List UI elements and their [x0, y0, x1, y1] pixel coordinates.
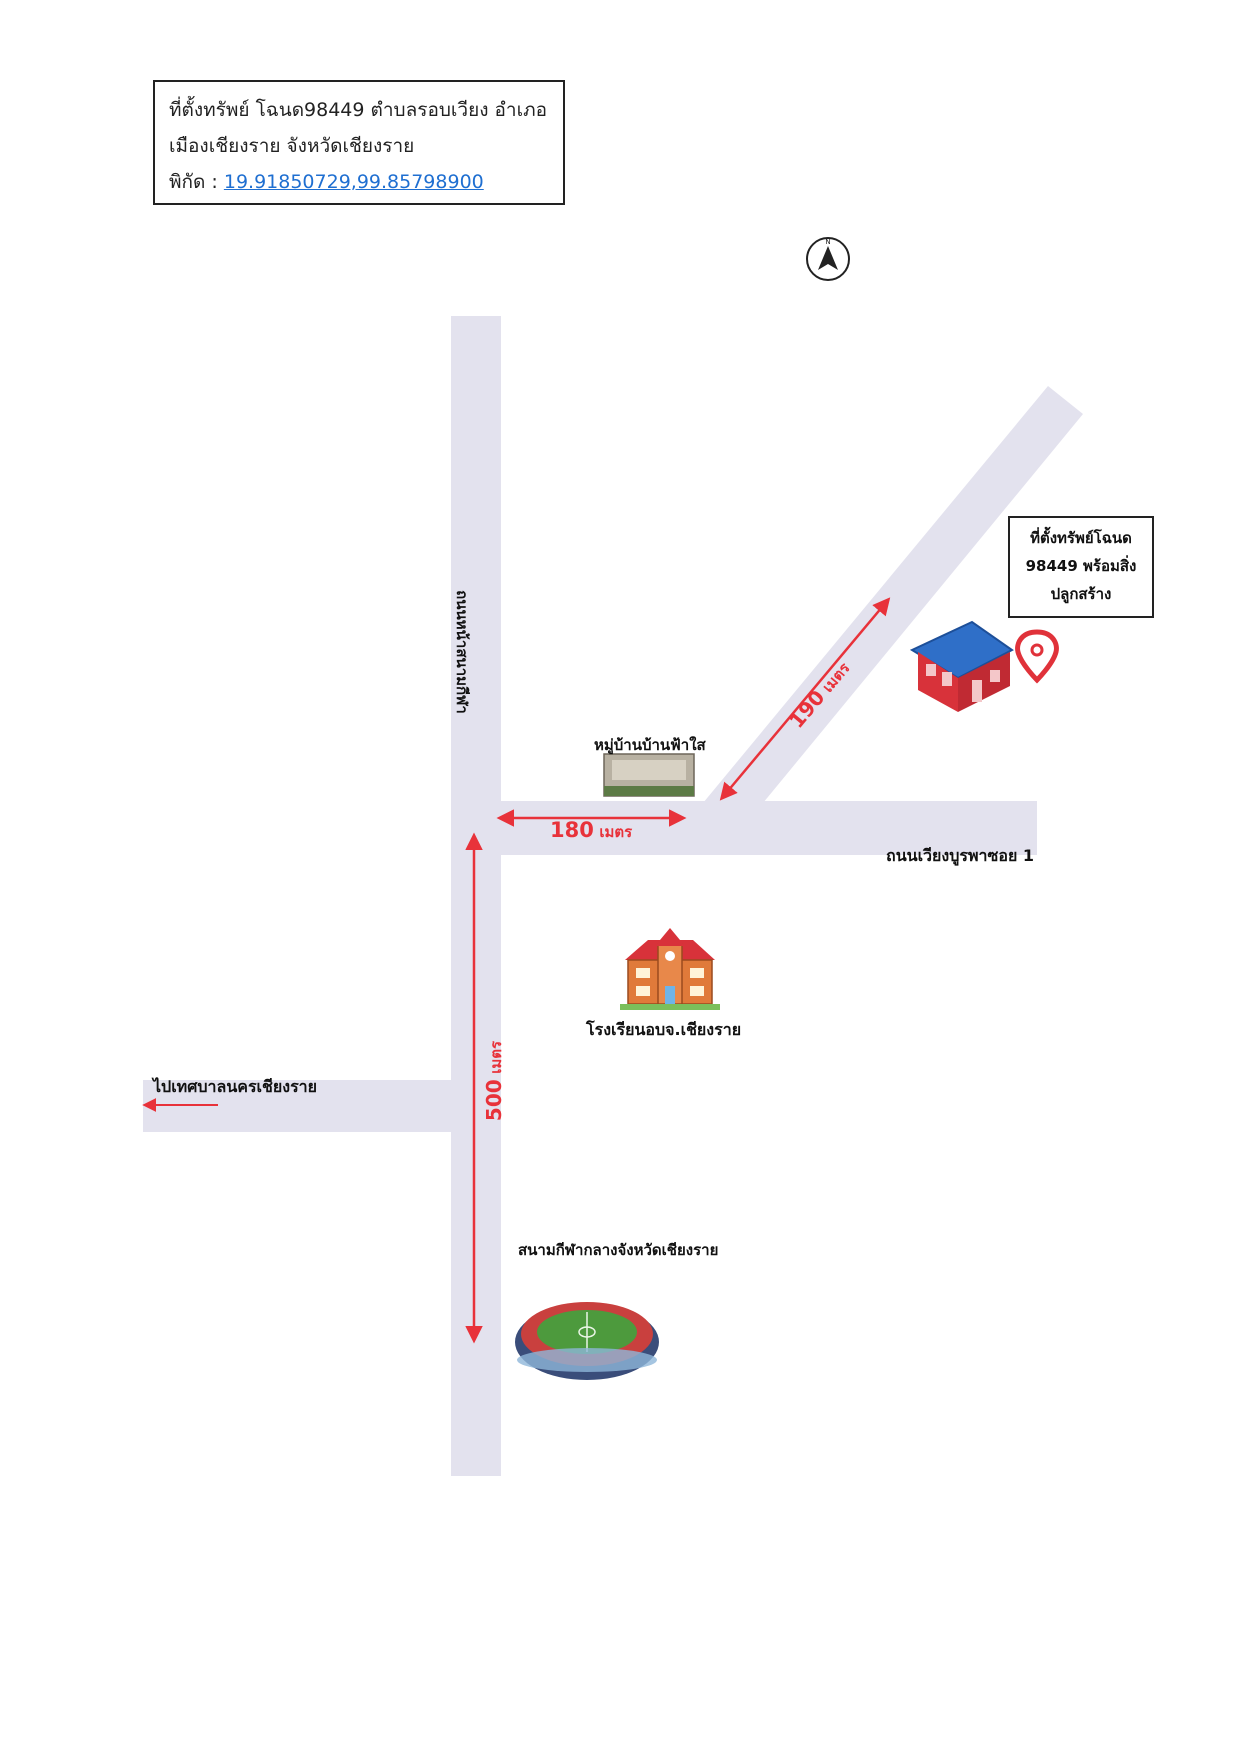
village-sign-icon	[603, 753, 695, 797]
distance-180-label: 180 เมตร	[550, 818, 632, 844]
property-line-2: 98449 พร้อมสิ่ง	[1025, 557, 1137, 575]
school-label: โรงเรียนอบจ.เชียงราย	[586, 1020, 742, 1039]
horizontal-road-label: ถนนเวียงบูรพาซอย 1	[886, 846, 1035, 865]
property-line-3: ปลูกสร้าง	[1050, 585, 1112, 603]
distance-500-label: 500 เมตร	[482, 1041, 508, 1121]
vertical-road-label: ถนนหน้าสนามกีฬา	[452, 590, 471, 714]
left-road-label: ไปเทศบาลนครเชียงราย	[153, 1077, 318, 1096]
distance-180-unit: เมตร	[599, 823, 633, 841]
info-line-3: พิกัด : 19.91850729,99.85798900	[169, 164, 549, 200]
distance-180-value: 180	[550, 818, 594, 842]
distance-500-unit: เมตร	[487, 1040, 506, 1074]
road-vertical	[451, 316, 501, 1476]
arrow-190	[719, 597, 891, 801]
property-label-box: ที่ตั้งทรัพย์โฉนด 98449 พร้อมสิ่ง ปลูกสร…	[1008, 516, 1154, 618]
village-label: หมู่บ้านบ้านฟ้าใส	[594, 736, 706, 754]
school-icon	[620, 928, 720, 1010]
info-line-1: ที่ตั้งทรัพย์ โฉนด98449 ตำบลรอบเวียง อำเ…	[169, 99, 548, 121]
location-pin-icon	[1015, 629, 1059, 684]
stadium-label: สนามกีฬากลางจังหวัดเชียงราย	[518, 1241, 719, 1259]
info-line-2: เมืองเชียงราย จังหวัดเชียงราย	[169, 135, 415, 157]
house-icon	[909, 620, 1014, 712]
property-info-box: ที่ตั้งทรัพย์ โฉนด98449 ตำบลรอบเวียง อำเ…	[153, 80, 565, 205]
property-line-1: ที่ตั้งทรัพย์โฉนด	[1030, 529, 1132, 547]
north-arrow-icon: N	[806, 237, 850, 281]
stadium-icon	[515, 1302, 659, 1380]
distance-500-value: 500	[482, 1079, 507, 1122]
coordinates-link[interactable]: 19.91850729,99.85798900	[223, 171, 484, 193]
compass-letter: N	[825, 238, 830, 246]
coord-prefix: พิกัด :	[169, 171, 224, 193]
